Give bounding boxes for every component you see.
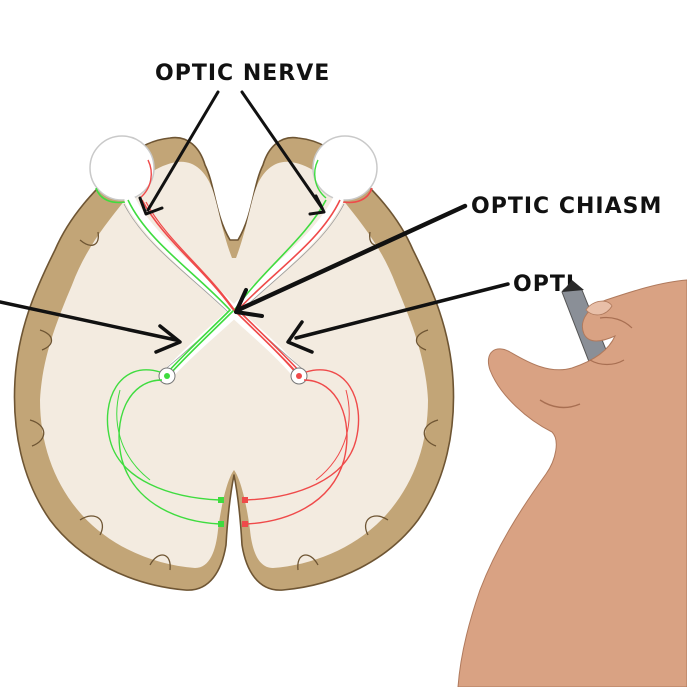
sulcus-right-3 bbox=[364, 515, 389, 536]
sulcus-right-4 bbox=[297, 554, 319, 571]
optic-tract-arrow-left bbox=[0, 300, 178, 342]
sulcus-right-1 bbox=[415, 329, 429, 351]
green-fiber-left-eye bbox=[127, 199, 232, 375]
green-radiation-upper bbox=[106, 369, 221, 501]
sulcus-left-5 bbox=[79, 231, 99, 246]
optic-nerve-arrow-left bbox=[146, 90, 220, 212]
sulcus-left-4 bbox=[149, 554, 171, 571]
annotation-arrows bbox=[0, 90, 510, 354]
red-radiation-lower bbox=[245, 379, 348, 525]
optic-nerve-label: OPTIC NERVE bbox=[155, 61, 330, 86]
optic-tract-arrow-right bbox=[294, 282, 510, 340]
left-eye bbox=[89, 135, 155, 204]
hand bbox=[457, 279, 687, 687]
sulcus-right-2 bbox=[423, 419, 439, 447]
sulcus-left-2 bbox=[29, 419, 45, 447]
hand-holding-marker-icon bbox=[457, 279, 687, 687]
optic-sheath bbox=[124, 194, 344, 380]
optic-chiasm-arrow bbox=[235, 203, 468, 313]
sulcus-left-3 bbox=[79, 515, 104, 536]
right-eye bbox=[312, 135, 378, 204]
brain-section bbox=[13, 136, 455, 591]
optic-nerve-arrow-right bbox=[240, 90, 324, 210]
red-radiation-upper bbox=[245, 369, 360, 501]
green-radiation-lower bbox=[118, 379, 221, 525]
red-fiber-left-eye-2 bbox=[145, 201, 301, 379]
white-matter bbox=[40, 161, 428, 569]
optic-chiasm-label: OPTIC CHIASM bbox=[471, 194, 662, 219]
sulcus-left-1 bbox=[39, 329, 53, 351]
